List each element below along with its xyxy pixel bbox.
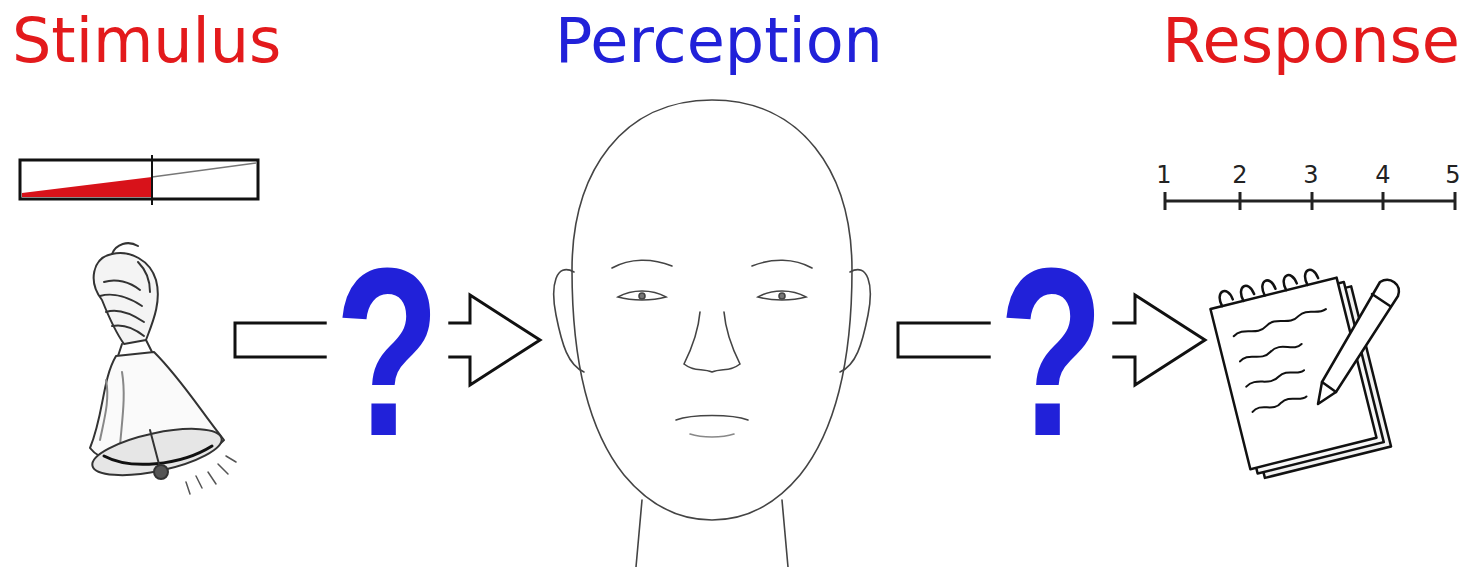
illustration-panel: Response xyxy=(1205,150,1460,480)
scale-number: 5 xyxy=(1445,163,1460,187)
arrow-outline xyxy=(235,323,327,357)
question-mark: ? xyxy=(999,232,1105,472)
scale-number: 2 xyxy=(1232,163,1247,187)
stage-heading: Response xyxy=(1162,10,1460,72)
bell-illustration xyxy=(88,243,236,494)
arrow-outline xyxy=(448,295,540,385)
stage-heading: Stimulus xyxy=(12,10,281,72)
face-illustration xyxy=(554,100,871,567)
intensity-bar xyxy=(20,155,258,205)
rating-scale xyxy=(1165,192,1456,210)
arrow-outline xyxy=(898,323,991,357)
illustration-panel: Perception xyxy=(540,95,898,567)
scale-number: 1 xyxy=(1156,163,1171,187)
illustration-panel: Stimulus xyxy=(15,150,235,510)
notepad-illustration xyxy=(1207,261,1399,481)
scale-number: 4 xyxy=(1375,163,1390,187)
arrow-outline xyxy=(1112,295,1205,385)
scale-number: 3 xyxy=(1303,163,1318,187)
stage-heading: Perception xyxy=(555,10,883,72)
question-mark: ? xyxy=(335,232,441,472)
